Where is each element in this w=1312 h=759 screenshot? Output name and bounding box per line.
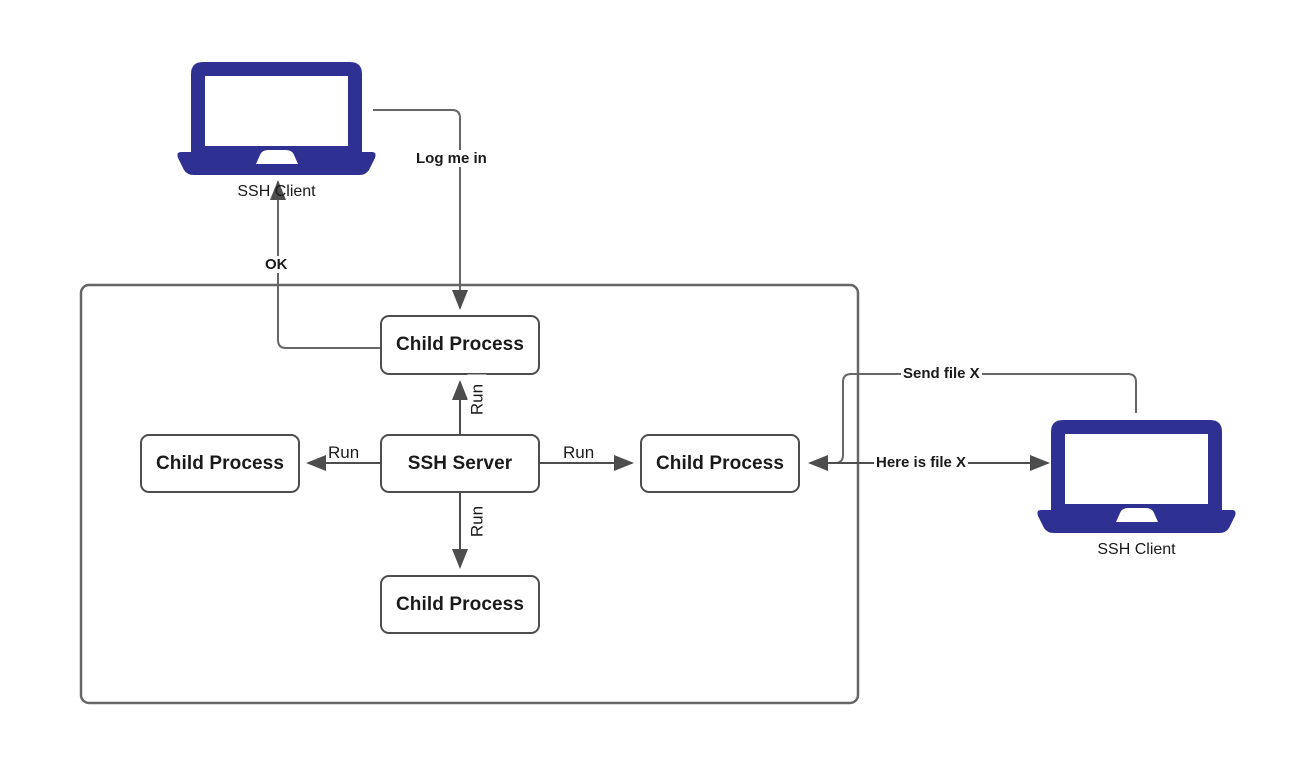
edge-label-send-file-x: Send file X	[901, 365, 982, 382]
edge-label-run-left: Run	[326, 443, 362, 462]
edge-label-here-is-file-x: Here is file X	[874, 454, 969, 471]
edge-label-ok: OK	[263, 256, 290, 273]
node-label: Child Process	[395, 593, 524, 615]
edge-log-me-in	[373, 109, 468, 310]
node-ssh-server[interactable]: SSH Server	[380, 434, 540, 493]
device-label-ssh-client-right: SSH Client	[1097, 541, 1176, 558]
node-child-process-top[interactable]: Child Process	[380, 315, 540, 375]
edge-label-run-bottom: Run	[467, 496, 487, 547]
node-child-process-right[interactable]: Child Process	[640, 434, 800, 493]
node-label: Child Process	[655, 452, 784, 474]
node-child-process-bottom[interactable]: Child Process	[380, 575, 540, 634]
node-label: Child Process	[395, 334, 524, 355]
edge-ok	[270, 180, 380, 349]
node-label: SSH Server	[407, 452, 513, 474]
device-label-ssh-client-top: SSH Client	[237, 183, 316, 200]
node-child-process-left[interactable]: Child Process	[140, 434, 300, 493]
ssh-client-top-laptop-icon	[177, 62, 376, 175]
node-label: Child Process	[155, 452, 284, 474]
edge-label-log-me-in: Log me in	[414, 150, 489, 167]
ssh-client-right-laptop-icon	[1037, 420, 1236, 533]
edge-label-run-top: Run	[467, 374, 487, 425]
edge-label-run-right: Run	[561, 443, 597, 462]
ssh-server-host-boundary	[79, 283, 860, 705]
